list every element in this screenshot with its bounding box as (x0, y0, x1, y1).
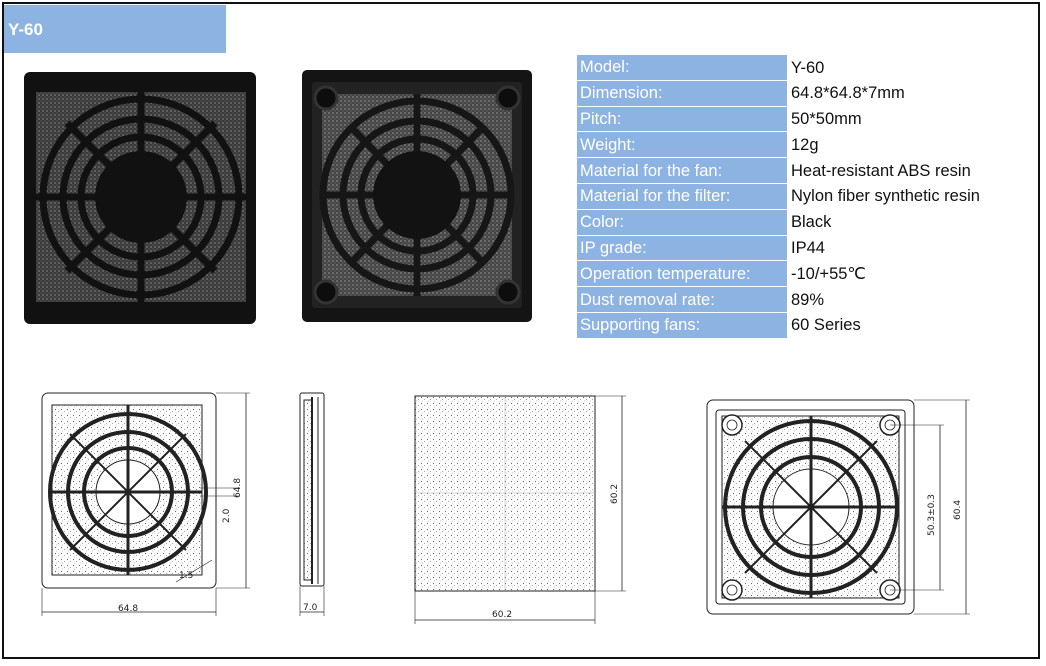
spec-row: Supporting fans:60 Series (577, 312, 1021, 339)
drawing-back-view (706, 399, 970, 615)
spec-label: Weight: (577, 131, 787, 159)
drawing-side-view (299, 392, 325, 616)
dim-filter-height: 60.2 (610, 484, 620, 504)
spec-value: 12g (791, 135, 819, 154)
spec-table: Model:Y-60 Dimension:64.8*64.8*7mm Pitch… (577, 55, 1021, 339)
spec-label: Supporting fans: (577, 312, 787, 339)
dim-filter-width: 60.2 (492, 610, 512, 620)
spec-label: Color: (577, 209, 787, 236)
technical-drawings: 64.8 64.8 2.0 1.5 7.0 60.2 60.2 (41, 392, 970, 624)
spec-label: Pitch: (577, 106, 787, 133)
spec-value: 89% (791, 290, 825, 309)
spec-value: -10/+55℃ (791, 264, 866, 283)
spec-value: Y-60 (791, 58, 825, 77)
spec-row: Pitch:50*50mm (577, 106, 1021, 133)
spec-value: Heat-resistant ABS resin (791, 161, 971, 180)
spec-label: Operation temperature: (577, 260, 787, 288)
spec-label: Model: (577, 55, 787, 81)
spec-value: 64.8*64.8*7mm (791, 84, 905, 103)
dim-front-height: 64.8 (233, 478, 243, 498)
spec-row: Material for the fan:Heat-resistant ABS … (577, 157, 1021, 184)
dim-front-corner: 1.5 (179, 571, 193, 581)
spec-row: Color:Black (577, 209, 1021, 236)
dim-front-slot: 2.0 (222, 508, 232, 523)
spec-row: Operation temperature:-10/+55℃ (577, 260, 1021, 288)
spec-row: Weight:12g (577, 131, 1021, 159)
spec-label: Dimension: (577, 80, 787, 107)
spec-value: IP44 (791, 238, 825, 257)
drawing-front-view (41, 392, 250, 616)
spec-row: Material for the filter:Nylon fiber synt… (577, 183, 1021, 210)
dim-back-height: 60.4 (953, 500, 963, 520)
spec-label: Material for the filter: (577, 183, 787, 210)
spec-row: IP grade:IP44 (577, 235, 1021, 262)
product-photo-front (24, 72, 256, 324)
dim-front-width: 64.8 (118, 604, 138, 614)
spec-value: Black (791, 213, 832, 232)
spec-label: Dust removal rate: (577, 286, 787, 313)
spec-label: IP grade: (577, 235, 787, 262)
spec-row: Dimension:64.8*64.8*7mm (577, 80, 1021, 107)
spec-label: Material for the fan: (577, 157, 787, 184)
spec-row: Model:Y-60 (577, 55, 1021, 81)
page-frame (2, 2, 1040, 659)
model-title: Y-60 (8, 20, 43, 39)
spec-value: Nylon fiber synthetic resin (791, 187, 980, 206)
drawing-filter-pad (414, 395, 626, 624)
model-header: Y-60 (4, 5, 226, 53)
spec-value: 60 Series (791, 316, 861, 335)
dim-side-thickness: 7.0 (303, 603, 318, 613)
spec-value: 50*50mm (791, 109, 862, 128)
spec-row: Dust removal rate:89% (577, 286, 1021, 313)
dim-back-pitch: 50.3±0.3 (927, 494, 937, 536)
product-photo-guard (302, 70, 532, 322)
